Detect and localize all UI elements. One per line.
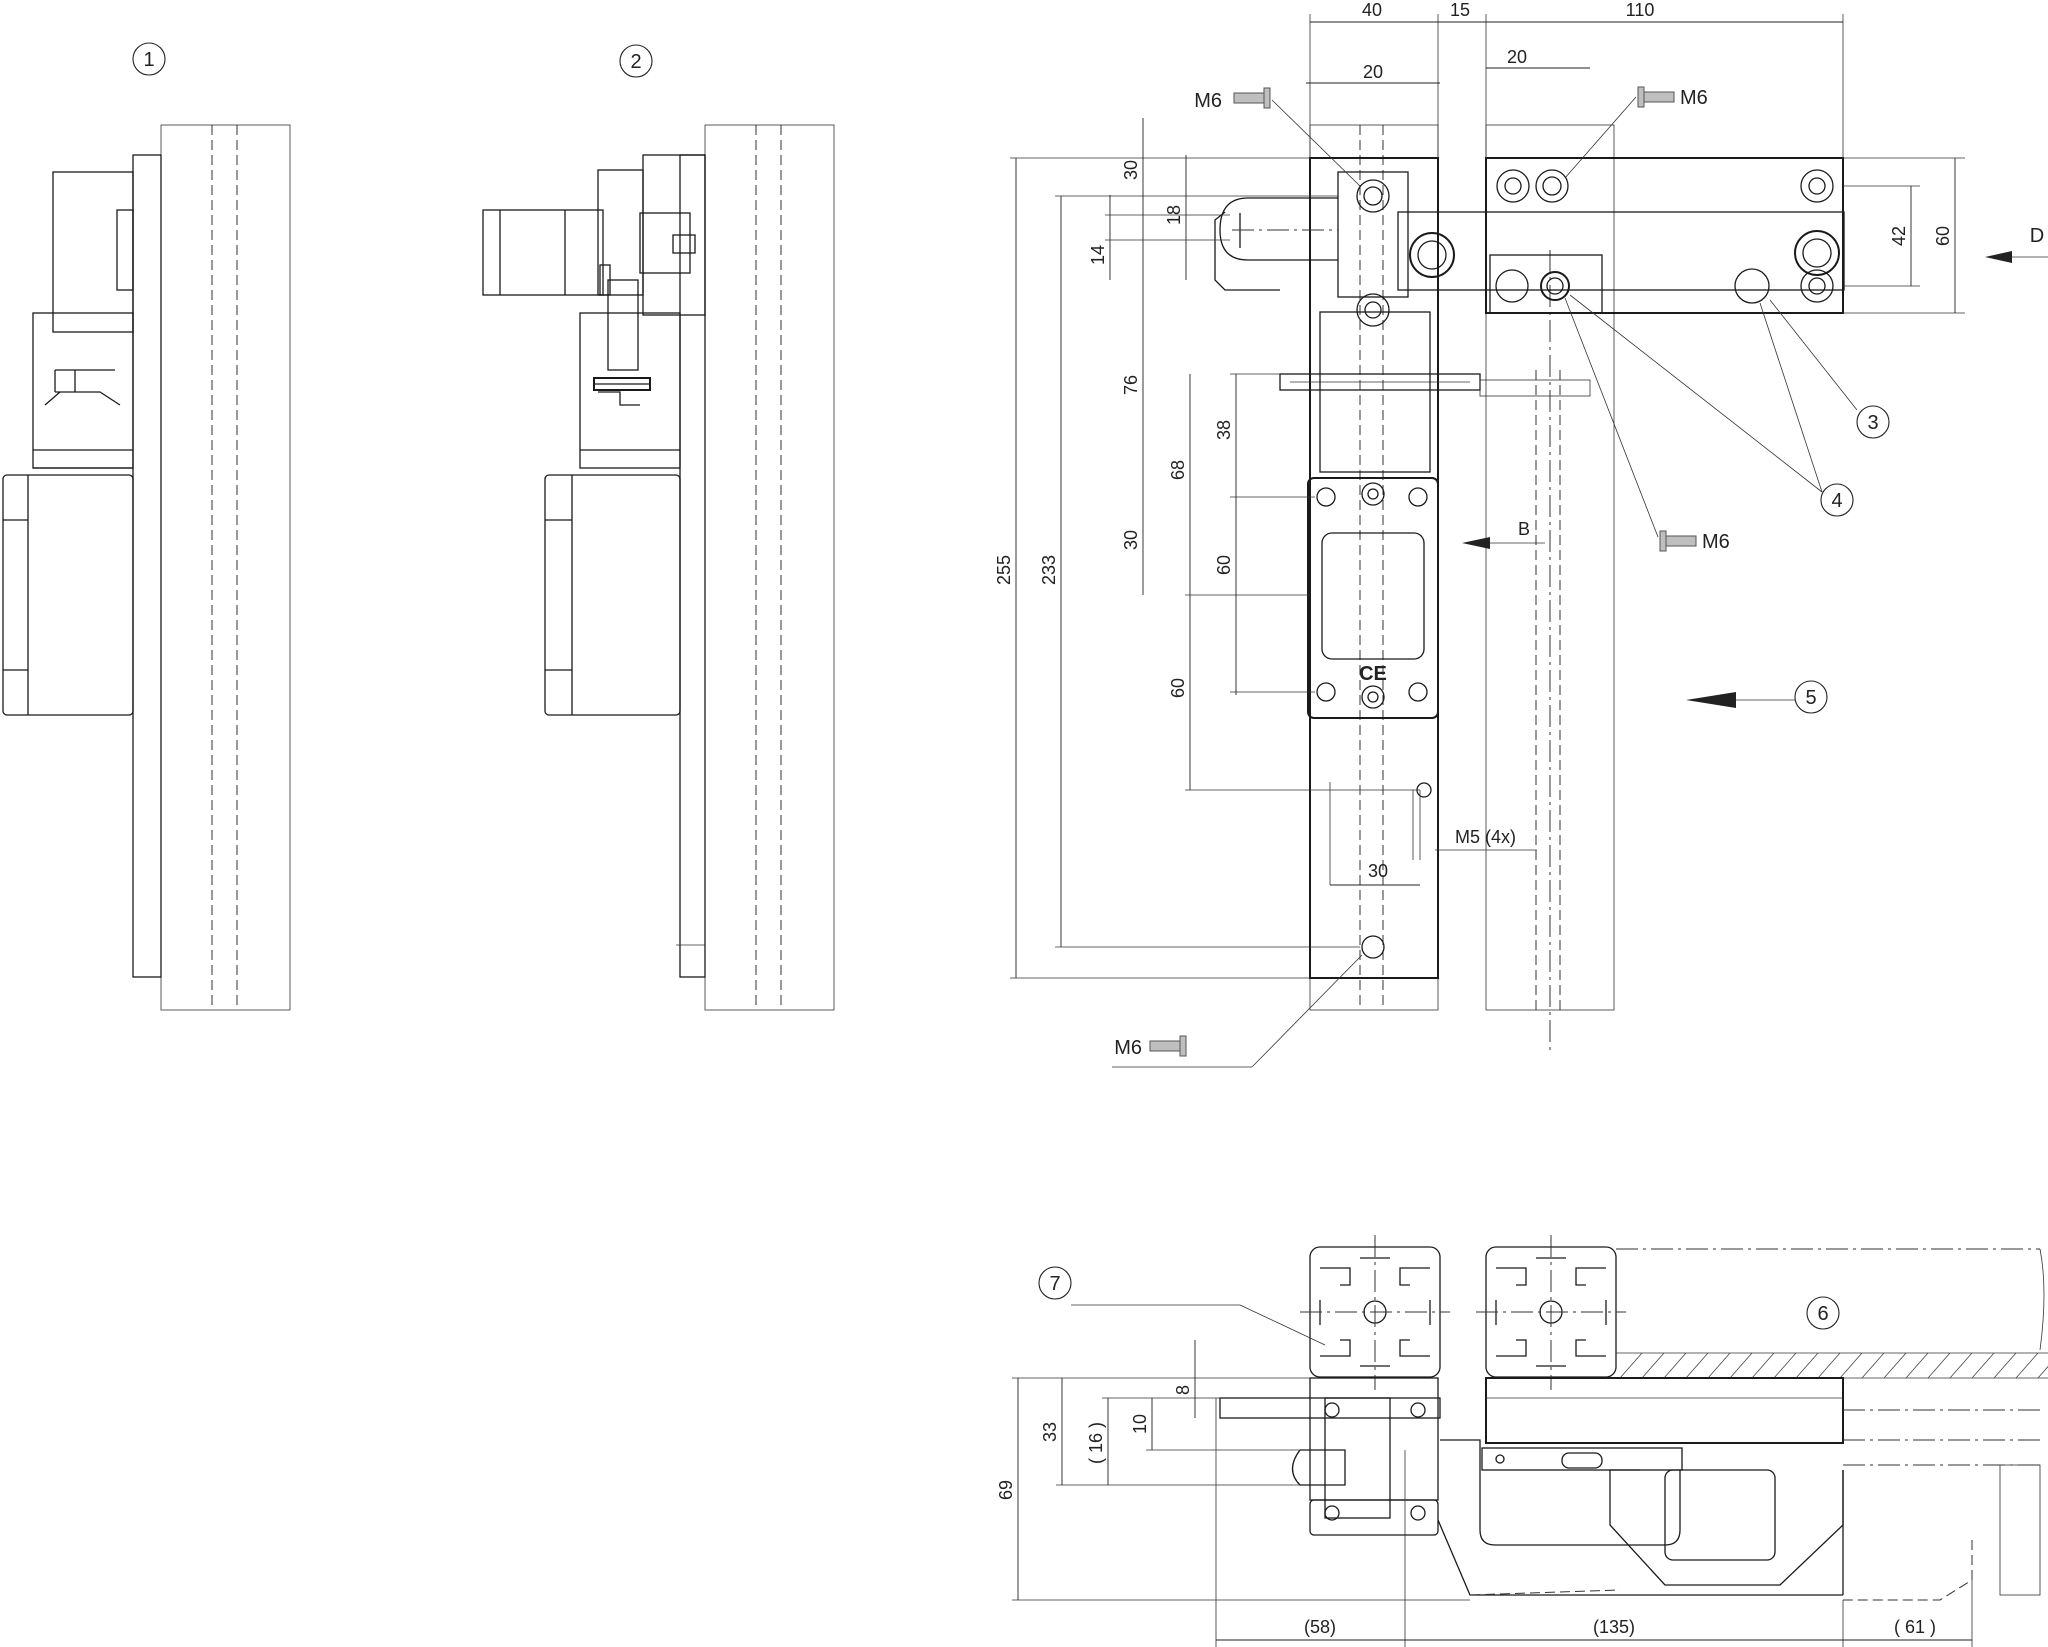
svg-text:( 61 ): ( 61 ) (1894, 1617, 1936, 1637)
callout-5-label: 5 (1805, 687, 1816, 709)
thread-label: M5 (4x) (1455, 827, 1516, 847)
top-dimensions: 40 15 110 20 20 (1306, 0, 1844, 158)
svg-text:10: 10 (1130, 1414, 1150, 1434)
view-arrow-d: D (2030, 225, 2044, 247)
svg-text:8: 8 (1173, 1385, 1193, 1395)
dim-hole-spacing: 30 (1368, 861, 1388, 881)
callout-2-circle (619, 44, 653, 78)
svg-text:M6: M6 (1680, 87, 1708, 109)
callout-1-circle (132, 42, 166, 76)
profile-left (1300, 1235, 1450, 1390)
svg-text:30: 30 (1121, 530, 1141, 550)
hatch-line (1971, 1352, 1995, 1379)
callout-7-label: 7 (1049, 1273, 1060, 1295)
hatch-line (1729, 1352, 1753, 1379)
hatch-line (1773, 1352, 1797, 1379)
callout-2-label: 2 (630, 51, 641, 73)
svg-text:33: 33 (1040, 1422, 1060, 1442)
hatch-line (1663, 1352, 1687, 1379)
callout-6-label: 6 (1817, 1303, 1828, 1325)
side-view-1: 1 (2, 42, 291, 1011)
svg-text:M6: M6 (1702, 531, 1730, 553)
hatch-line (1641, 1352, 1665, 1379)
hatch-line (1861, 1352, 1885, 1379)
callout-4-label: 4 (1831, 490, 1842, 512)
hatch-line (1751, 1352, 1775, 1379)
side-view-2: 2 (482, 44, 835, 1011)
ce-mark: CE (1359, 663, 1387, 685)
hatch-line (1839, 1352, 1863, 1379)
hatch-line (1619, 1352, 1643, 1379)
svg-text:42: 42 (1889, 226, 1909, 246)
hatch-line (1707, 1352, 1731, 1379)
hatch-line (1927, 1352, 1951, 1379)
svg-text:69: 69 (996, 1480, 1016, 1500)
hatch-line (1883, 1352, 1907, 1379)
hatch-line (2015, 1352, 2039, 1379)
screw-label-top-left: M6 (1194, 87, 1361, 187)
svg-text:40: 40 (1362, 0, 1382, 20)
screw-label-bottom-left: M6 (1112, 954, 1363, 1068)
left-dimensions: 255 233 30 76 30 18 14 38 60 68 60 (994, 118, 1420, 979)
svg-text:110: 110 (1626, 0, 1655, 20)
svg-text:M6: M6 (1194, 90, 1222, 112)
svg-text:233: 233 (1039, 555, 1059, 585)
bottom-view: 6 7 69 (996, 1235, 2048, 1647)
front-view: CE 3 4 5 B D (994, 0, 2048, 1068)
hatch-line (1949, 1352, 1973, 1379)
svg-text:M6: M6 (1114, 1037, 1142, 1059)
svg-text:(135): (135) (1593, 1617, 1635, 1637)
screw-label-mid-right: M6 (1564, 297, 1730, 553)
hatch-line (1795, 1352, 1819, 1379)
svg-text:14: 14 (1088, 245, 1108, 265)
svg-text:( 16 ): ( 16 ) (1086, 1422, 1106, 1464)
svg-text:60: 60 (1933, 226, 1953, 246)
svg-text:60: 60 (1214, 555, 1234, 575)
view-arrow-b: B (1518, 519, 1530, 539)
hatch-line (1817, 1352, 1841, 1379)
hatch-line (1685, 1352, 1709, 1379)
svg-text:(58): (58) (1304, 1617, 1336, 1637)
hatch-line (2037, 1366, 2048, 1379)
bottom-dimensions: 69 33 ( 16 ) 10 8 (58) (135) ( 61 ) (996, 1340, 1973, 1647)
right-dimensions: 42 60 (1843, 157, 1965, 314)
svg-text:60: 60 (1168, 678, 1188, 698)
svg-text:20: 20 (1363, 62, 1383, 82)
svg-text:68: 68 (1168, 460, 1188, 480)
svg-text:38: 38 (1214, 420, 1234, 440)
hatch-line (1993, 1352, 2017, 1379)
svg-text:76: 76 (1121, 375, 1141, 395)
screw-label-top-right: M6 (1564, 86, 1708, 179)
callout-3-label: 3 (1867, 412, 1878, 434)
hatch-line (1905, 1352, 1929, 1379)
svg-text:20: 20 (1507, 47, 1527, 67)
svg-text:30: 30 (1121, 160, 1141, 180)
profile-right (1476, 1235, 1626, 1390)
svg-text:15: 15 (1450, 0, 1470, 20)
callout-1-label: 1 (143, 49, 154, 71)
svg-text:255: 255 (994, 555, 1014, 585)
